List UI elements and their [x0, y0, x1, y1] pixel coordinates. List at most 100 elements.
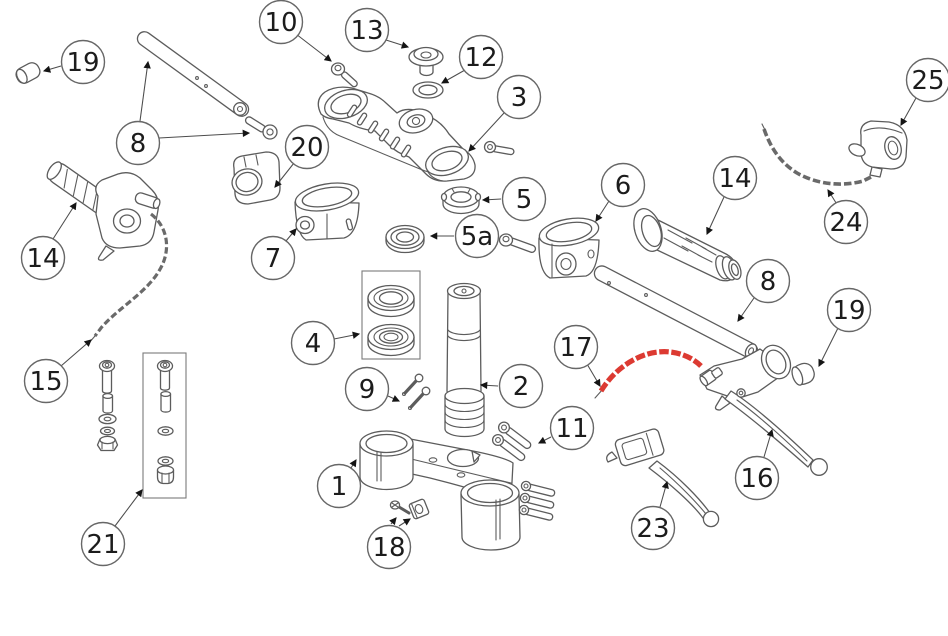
callout-circle-5[interactable] — [501, 176, 547, 222]
callout-number-19-left: 19 — [66, 48, 99, 78]
callout-number-8-left: 8 — [130, 129, 147, 159]
callout-11[interactable]: 11 — [549, 405, 595, 451]
callout-25[interactable]: 25 — [905, 57, 948, 103]
callout-circle-12[interactable] — [458, 34, 504, 80]
callout-9[interactable]: 9 — [344, 366, 390, 412]
part-lever-assembly-16 — [699, 344, 828, 476]
part-steering-stem-2 — [444, 282, 485, 438]
callout-number-2: 2 — [513, 372, 530, 402]
callout-circle-5a[interactable] — [454, 213, 500, 259]
leader-line-23 — [659, 480, 669, 508]
callout-number-15: 15 — [29, 367, 62, 397]
callout-circle-7[interactable] — [250, 235, 296, 281]
part-screws-18 — [389, 498, 430, 520]
callout-8-right[interactable]: 8 — [745, 258, 791, 304]
callout-19-left[interactable]: 19 — [60, 39, 106, 85]
callout-2[interactable]: 2 — [498, 363, 544, 409]
callout-4[interactable]: 4 — [290, 320, 336, 366]
callout-number-17: 17 — [559, 333, 592, 363]
leader-line-14-right — [706, 196, 725, 236]
callout-circle-3[interactable] — [496, 74, 542, 120]
callout-circle-24[interactable] — [823, 199, 869, 245]
part-seal-washer-5a — [385, 224, 425, 254]
callout-circle-13[interactable] — [344, 7, 390, 53]
callout-circle-23[interactable] — [630, 505, 676, 551]
callout-circle-14-right[interactable] — [712, 155, 758, 201]
callout-circle-15[interactable] — [23, 358, 69, 404]
callout-17[interactable]: 17 — [553, 324, 599, 370]
callout-circle-4[interactable] — [290, 320, 336, 366]
callout-circle-14-left[interactable] — [20, 235, 66, 281]
callout-number-14-right: 14 — [718, 164, 751, 194]
callout-number-5: 5 — [516, 185, 533, 215]
callout-circle-25[interactable] — [905, 57, 948, 103]
leader-line-16 — [763, 428, 774, 458]
part-stem-nut-13 — [408, 46, 444, 77]
leader-line-25 — [900, 97, 917, 126]
callout-5a[interactable]: 5a — [454, 213, 500, 259]
leader-line-19-right — [818, 327, 839, 367]
callout-20[interactable]: 20 — [284, 124, 330, 170]
leader-line-4 — [333, 331, 361, 340]
callout-circle-1[interactable] — [316, 463, 362, 509]
callout-16[interactable]: 16 — [734, 455, 780, 501]
callout-24[interactable]: 24 — [823, 199, 869, 245]
callout-number-8-right: 8 — [760, 267, 777, 297]
callout-18[interactable]: 18 — [366, 524, 412, 570]
callout-3[interactable]: 3 — [496, 74, 542, 120]
leader-line-18-2 — [398, 518, 411, 527]
leader-line-21 — [114, 489, 143, 527]
part-bolt-10 — [330, 62, 358, 88]
part-switch-housing-25 — [848, 120, 908, 178]
callout-number-11: 11 — [555, 414, 588, 444]
callout-14-left[interactable]: 14 — [20, 235, 66, 281]
callout-circle-17[interactable] — [553, 324, 599, 370]
callout-13[interactable]: 13 — [344, 7, 390, 53]
callout-7[interactable]: 7 — [250, 235, 296, 281]
callout-circle-11[interactable] — [549, 405, 595, 451]
callout-circle-16[interactable] — [734, 455, 780, 501]
part-fastener-stack-loose — [96, 359, 119, 452]
callout-1[interactable]: 1 — [316, 463, 362, 509]
callout-circle-18[interactable] — [366, 524, 412, 570]
callout-number-3: 3 — [511, 83, 528, 113]
part-locknut-5 — [440, 186, 482, 215]
callout-15[interactable]: 15 — [23, 358, 69, 404]
leader-line-2 — [479, 381, 499, 390]
callout-23[interactable]: 23 — [630, 505, 676, 551]
callout-circle-19-left[interactable] — [60, 39, 106, 85]
callout-circle-6[interactable] — [600, 162, 646, 208]
callout-circle-10[interactable] — [258, 0, 304, 45]
callout-6[interactable]: 6 — [600, 162, 646, 208]
callout-number-13: 13 — [350, 16, 383, 46]
callout-number-4: 4 — [305, 329, 322, 359]
callout-8-left[interactable]: 8 — [115, 120, 161, 166]
callout-circle-9[interactable] — [344, 366, 390, 412]
callout-10[interactable]: 10 — [258, 0, 304, 45]
callout-circle-19-right[interactable] — [826, 287, 872, 333]
part-grip-14 — [633, 208, 742, 282]
callout-21[interactable]: 21 — [80, 521, 126, 567]
callout-circle-2[interactable] — [498, 363, 544, 409]
part-washer-12 — [412, 81, 444, 99]
callout-19-right[interactable]: 19 — [826, 287, 872, 333]
part-riser-clamp-6 — [538, 217, 600, 279]
callout-circle-8-left[interactable] — [115, 120, 161, 166]
callout-5[interactable]: 5 — [501, 176, 547, 222]
callout-circle-20[interactable] — [284, 124, 330, 170]
part-pinch-bolt-3 — [483, 140, 515, 156]
leader-line-17 — [586, 363, 601, 387]
callout-balloons: 123455a678891011121314141516171819192021… — [20, 0, 948, 570]
callout-14-right[interactable]: 14 — [712, 155, 758, 201]
callout-circle-21[interactable] — [80, 521, 126, 567]
part-top-triple-clamp-3 — [317, 86, 476, 182]
callout-12[interactable]: 12 — [458, 34, 504, 80]
callout-number-18: 18 — [372, 533, 405, 563]
callout-circle-8-right[interactable] — [745, 258, 791, 304]
leader-line-6 — [595, 200, 610, 222]
leader-line-15 — [60, 339, 92, 367]
callout-number-7: 7 — [265, 244, 282, 274]
leader-line-18 — [389, 517, 397, 526]
